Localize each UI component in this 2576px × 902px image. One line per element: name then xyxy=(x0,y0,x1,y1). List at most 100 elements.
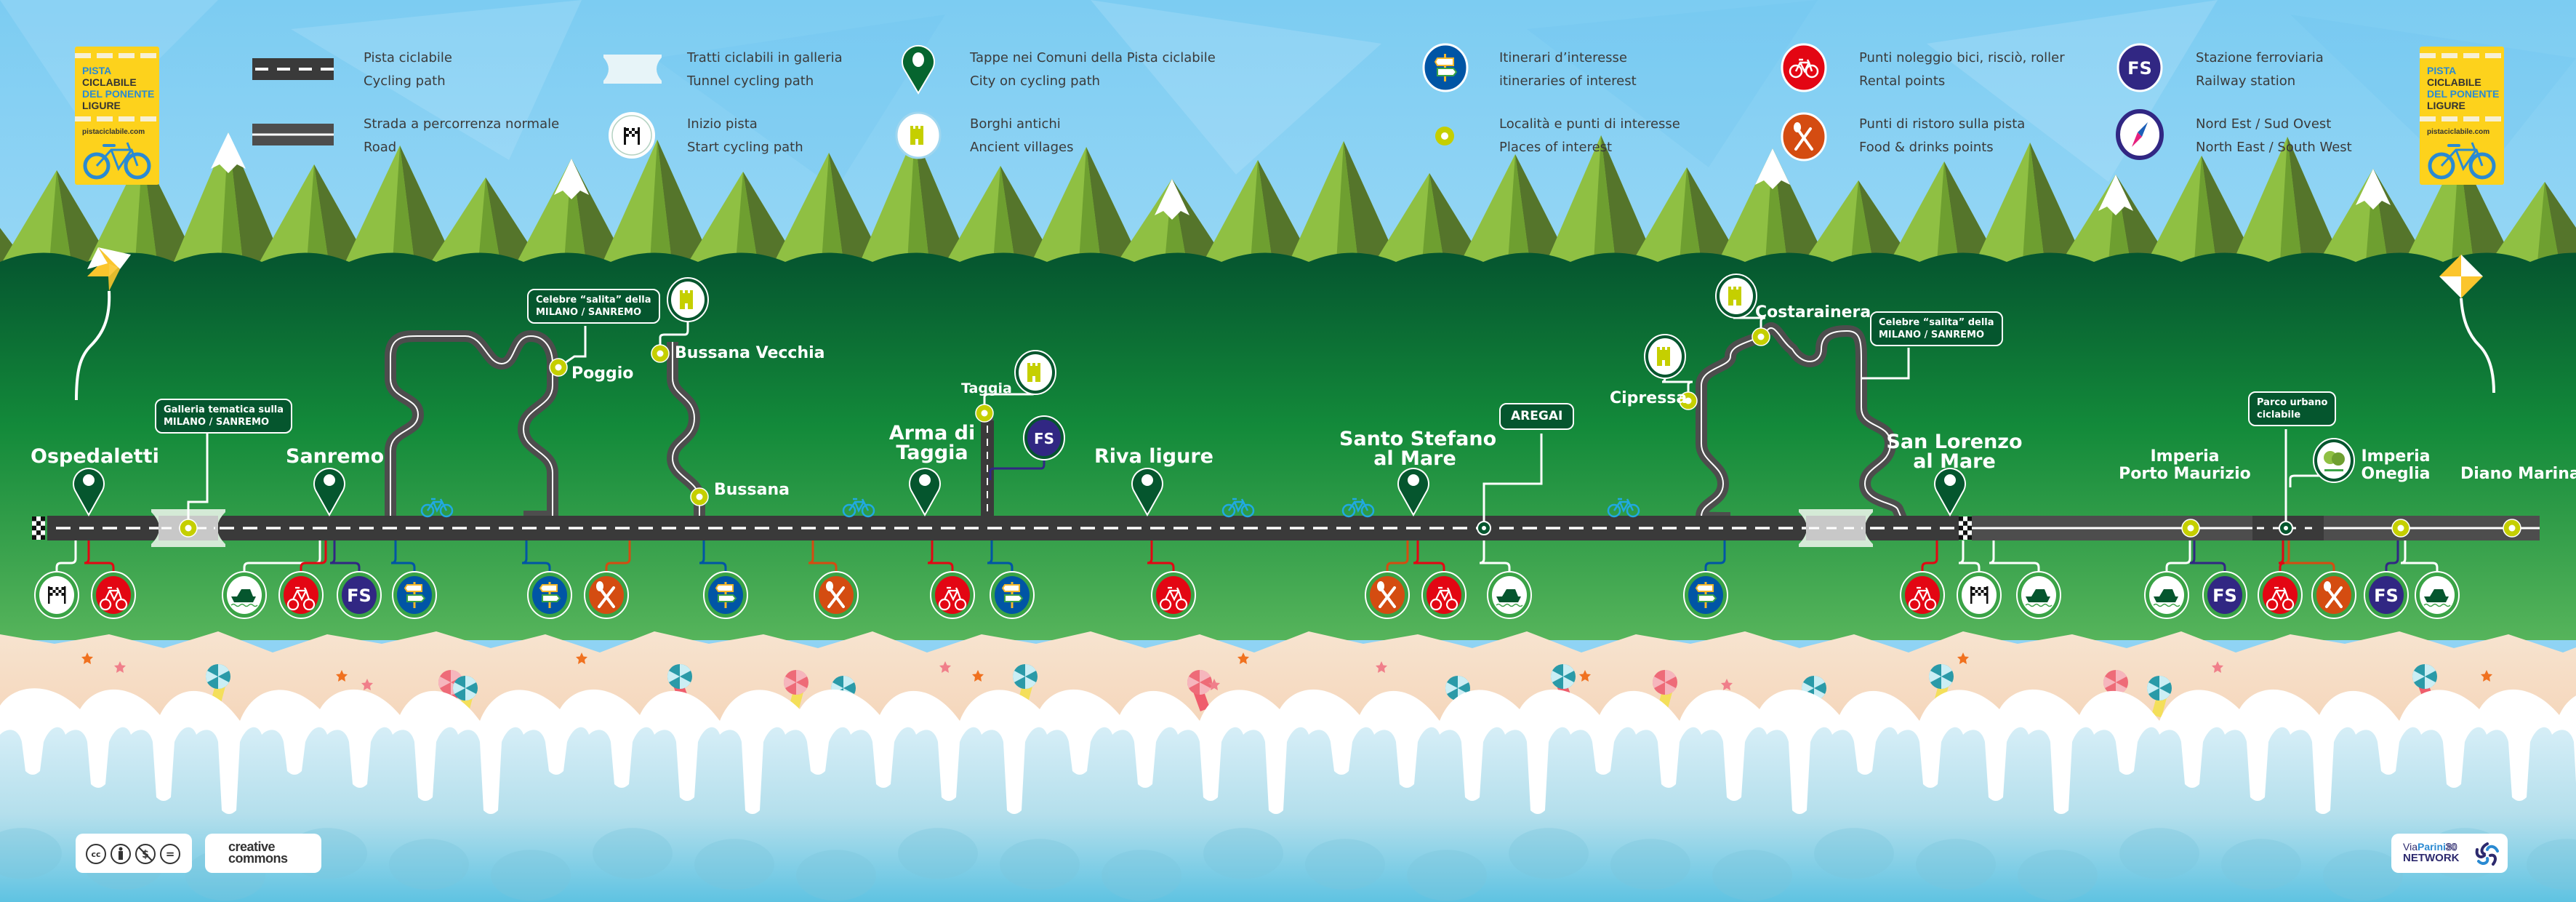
place-dot-center xyxy=(1685,397,1692,404)
castle-icon[interactable] xyxy=(1014,350,1056,395)
mountain-shade xyxy=(1858,180,1913,262)
mountain-mid xyxy=(2280,137,2302,262)
legend-label-it: Borghi antichi xyxy=(970,116,1061,132)
park-icon[interactable] xyxy=(2313,438,2355,483)
icon-fill xyxy=(342,576,377,614)
start-icon[interactable] xyxy=(34,571,79,619)
callout-aregai: AREGAI xyxy=(1499,403,1575,430)
city-label-ospedaletti: Ospedaletti xyxy=(31,445,159,468)
place-dot-center xyxy=(2397,524,2404,532)
connector-rental xyxy=(84,540,115,572)
place-dot-center xyxy=(1757,333,1765,340)
food-icon[interactable] xyxy=(584,571,629,619)
chequer-cell xyxy=(1959,516,1963,522)
logo-line-1: PISTA xyxy=(2427,65,2457,76)
train-icon[interactable]: FS xyxy=(337,571,382,619)
by-icon xyxy=(111,844,131,864)
boat-icon[interactable] xyxy=(2016,571,2061,619)
fs-label: FS xyxy=(2374,586,2399,606)
start-flag-icon xyxy=(609,112,655,159)
umbrella-panel xyxy=(1802,676,1825,701)
rental-icon[interactable] xyxy=(91,571,136,619)
starfish xyxy=(1579,670,1591,682)
bike-wheel xyxy=(842,503,856,518)
connector-line xyxy=(1921,540,1938,572)
water-ripple xyxy=(389,839,469,890)
creative-commons-logo[interactable]: creative commons xyxy=(205,834,321,873)
boat-icon[interactable] xyxy=(222,571,267,619)
city-pin-arma-di-taggia[interactable] xyxy=(909,468,941,517)
bike-glyph xyxy=(286,586,316,611)
climb-road-line xyxy=(390,335,553,516)
itinerary-icon[interactable] xyxy=(703,571,748,619)
train-icon[interactable]: FS xyxy=(2202,571,2247,619)
itinerary-icon[interactable] xyxy=(1683,571,1728,619)
flag-cell xyxy=(55,593,59,596)
legend-item-villages: Borghi antichi Ancient villages xyxy=(970,113,1073,159)
climb-road[interactable] xyxy=(518,364,558,522)
rental-icon[interactable] xyxy=(1151,571,1196,619)
sign-right xyxy=(718,594,737,602)
legend-item-cycling-path: Pista ciclabile Cycling path xyxy=(364,47,452,93)
train-icon[interactable]: FS xyxy=(2364,571,2409,619)
castle-icon[interactable] xyxy=(667,277,709,322)
boat-icon[interactable] xyxy=(2144,571,2189,619)
boat-icon[interactable] xyxy=(2415,571,2460,619)
chequer-cell xyxy=(1963,525,1967,531)
rental-icon[interactable] xyxy=(278,571,324,619)
city-pin-riva-ligure[interactable] xyxy=(1131,468,1163,517)
legend-item-city: Tappe nei Comuni della Pista ciclabile C… xyxy=(970,47,1216,93)
food-icon[interactable] xyxy=(814,571,859,619)
bike-frame xyxy=(1613,498,1634,513)
chequer-cell xyxy=(32,530,36,535)
castle-glyph xyxy=(680,290,693,309)
connector-boat xyxy=(2165,540,2191,572)
place-dot-center xyxy=(657,350,664,357)
connector-line xyxy=(521,540,551,572)
train-icon[interactable]: FS xyxy=(1023,415,1065,460)
rental-icon[interactable] xyxy=(1900,571,1945,619)
climb-road-line xyxy=(671,342,700,516)
chequer-cell xyxy=(1967,516,1972,522)
place-dot-center xyxy=(696,493,703,500)
place-label-bussana: Bussana xyxy=(714,481,790,499)
rental-icon[interactable] xyxy=(2258,571,2303,619)
flag-pole xyxy=(1986,586,1989,604)
flag-cell xyxy=(1975,590,1978,593)
logo-line-3: DEL PONENTE xyxy=(2427,88,2500,100)
food-icon[interactable] xyxy=(2311,571,2356,619)
chequer-cell xyxy=(36,525,41,531)
climb-road[interactable] xyxy=(1696,400,1731,524)
itinerary-icon[interactable] xyxy=(527,571,572,619)
city-pin-icon xyxy=(902,44,935,95)
water-ripple xyxy=(1916,839,1996,890)
castle-icon[interactable] xyxy=(1644,334,1686,379)
mountain-mid xyxy=(1680,167,1701,262)
rental-icon[interactable] xyxy=(1421,571,1466,619)
itinerary-icon[interactable] xyxy=(990,571,1035,619)
flag-cell xyxy=(49,593,53,596)
spoon-head xyxy=(596,581,603,591)
rental-icon[interactable] xyxy=(930,571,975,619)
city-pin-san-lorenzo[interactable] xyxy=(1934,468,1966,517)
compass-icon xyxy=(2116,109,2164,160)
mountain-shade xyxy=(1086,147,1141,262)
brand-via: Via xyxy=(2403,841,2417,853)
start-icon[interactable] xyxy=(1957,571,2002,619)
cc-license-badge[interactable]: cc $ = xyxy=(76,834,192,873)
food-icon[interactable] xyxy=(1365,571,1410,619)
itinerary-icon[interactable] xyxy=(392,571,437,619)
city-pin-ospedaletti[interactable] xyxy=(73,468,105,517)
water-ripple xyxy=(1610,839,1690,890)
castle-icon[interactable] xyxy=(1715,274,1757,319)
viaparini-network-logo[interactable]: ViaParini30 NETWORK xyxy=(2391,834,2508,873)
mountain-shade xyxy=(2202,156,2256,262)
umbrella-panel xyxy=(2412,664,2436,689)
beach-decorations xyxy=(81,652,2492,718)
city-pin-sanremo[interactable] xyxy=(313,468,345,517)
city-pin-santo-stefano[interactable] xyxy=(1397,468,1429,517)
spoon-glyph xyxy=(1380,588,1396,608)
sign-left xyxy=(1001,584,1020,592)
connector-itinerary xyxy=(521,540,551,572)
boat-icon[interactable] xyxy=(1487,571,1532,619)
